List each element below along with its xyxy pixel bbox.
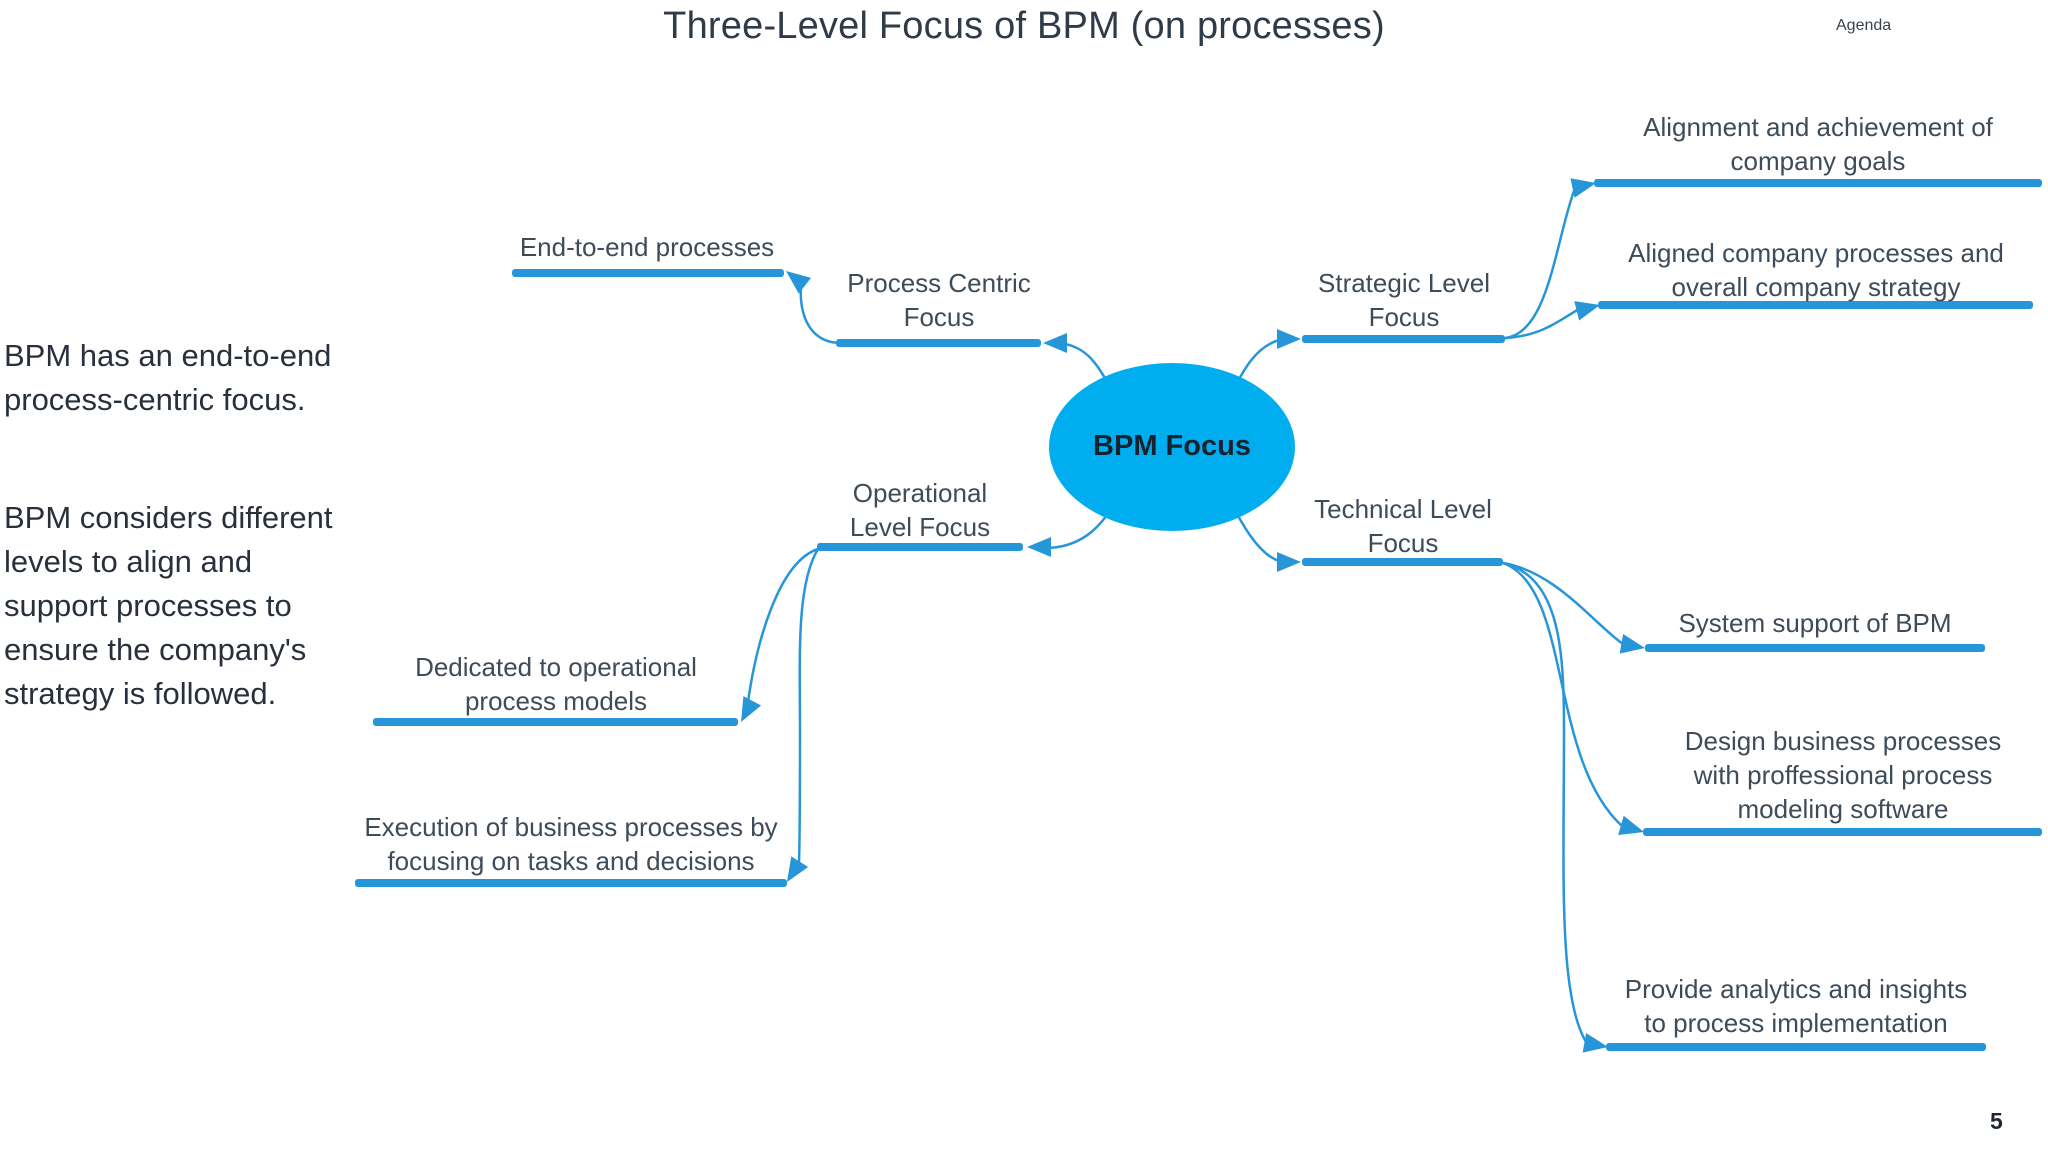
arrowhead-icon bbox=[786, 271, 812, 294]
underline-bar-dedicated bbox=[373, 718, 738, 726]
arrowhead-icon bbox=[787, 856, 809, 882]
node-process-centric-focus: Process Centric Focus bbox=[847, 268, 1031, 332]
arrowhead-icon bbox=[1277, 329, 1301, 349]
arrowhead-icon bbox=[1277, 552, 1301, 572]
connector-curve bbox=[1504, 307, 1580, 340]
underline-bars bbox=[355, 179, 2042, 1051]
connector-curve bbox=[746, 547, 819, 703]
arrowheads bbox=[741, 178, 1645, 1053]
node-strategic-level-focus: Strategic Level Focus bbox=[1318, 268, 1490, 332]
note-levels: BPM considers different levels to align … bbox=[4, 500, 333, 711]
underline-bar-process-centric bbox=[836, 339, 1041, 347]
connector-curve bbox=[1502, 561, 1623, 827]
node-provide-analytics: Provide analytics and insights to proces… bbox=[1624, 974, 1968, 1038]
underline-bar-operational bbox=[817, 543, 1023, 551]
arrowhead-icon bbox=[1574, 301, 1600, 321]
connector-curve bbox=[1502, 561, 1624, 646]
center-node-label: BPM Focus bbox=[1093, 430, 1251, 462]
underline-bar-execution bbox=[355, 879, 787, 887]
page-title: Three-Level Focus of BPM (on processes) bbox=[663, 5, 1385, 47]
underline-bar-technical bbox=[1302, 558, 1503, 566]
node-alignment-company-goals: Alignment and achievement of company goa… bbox=[1643, 112, 1993, 176]
arrowhead-icon bbox=[1027, 537, 1051, 557]
note-process-centric: BPM has an end-to-end process-centric fo… bbox=[4, 338, 332, 417]
underline-bar-provide bbox=[1606, 1043, 1986, 1051]
arrowhead-icon bbox=[1570, 178, 1596, 198]
agenda-link[interactable]: Agenda bbox=[1836, 17, 1892, 34]
arrowhead-icon bbox=[741, 696, 762, 722]
underline-bar-design bbox=[1643, 828, 2042, 836]
connector-curve bbox=[797, 548, 820, 863]
node-execution-business-processes: Execution of business processes by focus… bbox=[364, 812, 778, 876]
node-operational-level-focus: Operational Level Focus bbox=[849, 478, 991, 542]
connector-curves bbox=[746, 187, 1624, 1043]
node-design-modeling-software: Design business processes with proffessi… bbox=[1684, 726, 2002, 824]
node-aligned-company-strategy: Aligned company processes and overall co… bbox=[1628, 238, 2004, 302]
node-end-to-end-processes: End-to-end processes bbox=[519, 232, 775, 262]
underline-bar-alignment bbox=[1594, 179, 2042, 187]
page-number: 5 bbox=[1990, 1108, 2003, 1134]
underline-bar-strategic bbox=[1302, 335, 1505, 343]
underline-bar-end-to-end bbox=[512, 269, 784, 277]
underline-bar-aligned bbox=[1598, 301, 2033, 309]
arrowhead-icon bbox=[1619, 633, 1645, 654]
connector-curve bbox=[1502, 561, 1588, 1043]
arrowhead-icon bbox=[1618, 815, 1644, 835]
node-system-support: System support of BPM bbox=[1678, 608, 1952, 638]
arrowhead-icon bbox=[1582, 1032, 1608, 1053]
node-technical-level-focus: Technical Level Focus bbox=[1314, 494, 1492, 558]
node-dedicated-operational-models: Dedicated to operational process models bbox=[415, 652, 697, 716]
arrowhead-icon bbox=[1043, 333, 1067, 353]
connector-curve bbox=[1504, 187, 1577, 340]
connector-curve bbox=[799, 284, 839, 345]
underline-bar-system bbox=[1645, 644, 1985, 652]
bpm-focus-ellipse bbox=[1049, 363, 1295, 531]
